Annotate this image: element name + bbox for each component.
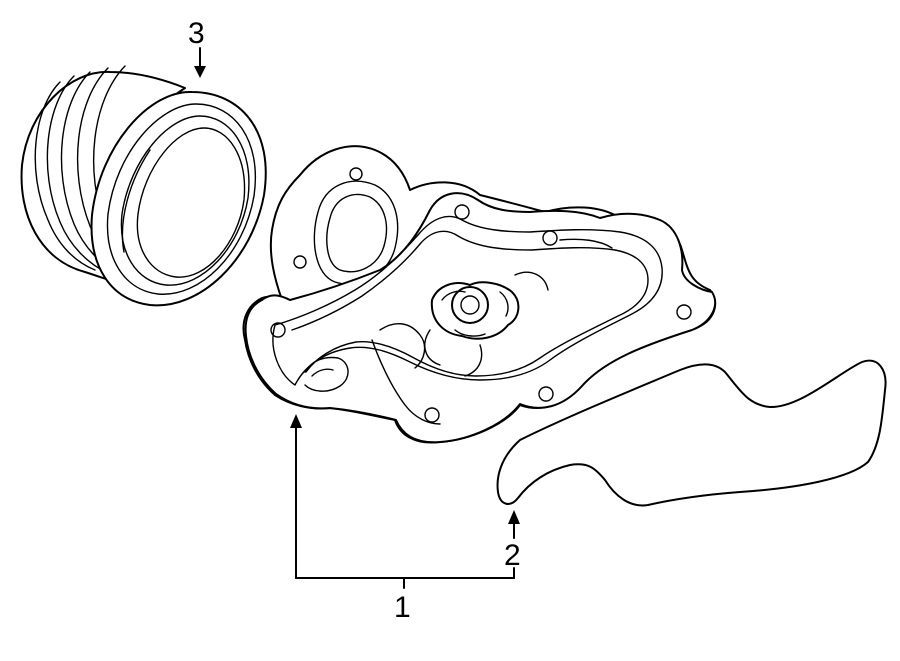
callout-1: 1 (394, 591, 411, 624)
callout-3: 3 (188, 17, 205, 50)
callout-2: 2 (504, 539, 521, 572)
water-pump (242, 145, 717, 444)
pulley (20, 65, 267, 307)
leader-lines (194, 47, 520, 589)
gasket (496, 359, 887, 507)
